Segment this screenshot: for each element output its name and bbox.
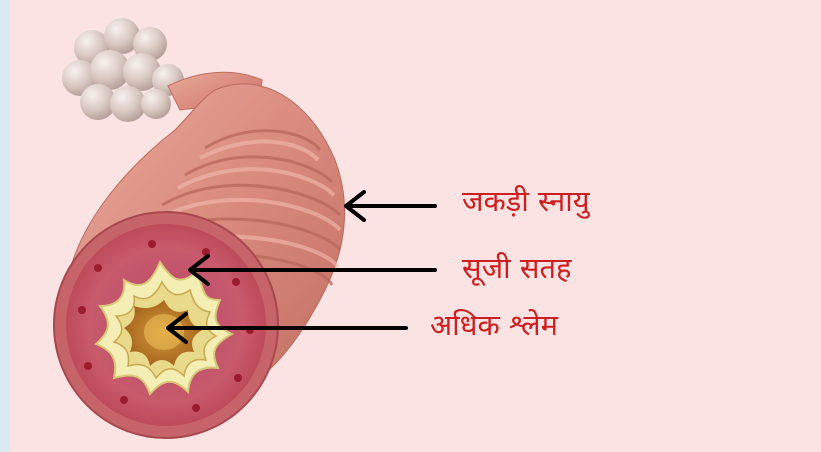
diagram-canvas: जकड़ी स्नायु सूजी सतह अधिक श्लेम: [10, 0, 821, 452]
label-swollen-surface: सूजी सतह: [462, 254, 571, 283]
arrow-muscle: [346, 192, 435, 220]
label-tight-muscle: जकड़ी स्नायु: [462, 187, 590, 216]
airway-illustration: [10, 0, 821, 452]
alveoli-cluster: [62, 18, 184, 122]
label-excess-mucus: अधिक श्लेम: [430, 311, 558, 340]
